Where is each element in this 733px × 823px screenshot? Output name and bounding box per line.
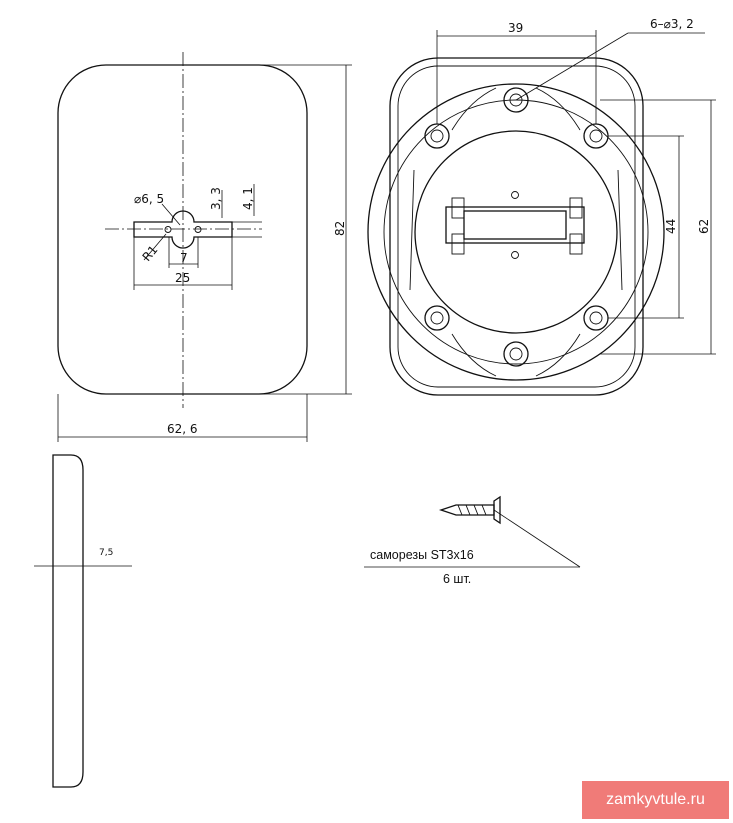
cover-width-label: 62, 6: [167, 422, 198, 436]
base-hole-spacing-label: 44: [664, 219, 678, 234]
radius-label: R1: [140, 243, 161, 264]
slot-offset-label: 7: [180, 251, 188, 265]
base-plate-view: [367, 30, 716, 396]
cover-side-view: [34, 454, 132, 788]
screws-quantity: 6 шт.: [443, 572, 471, 586]
slot-length-label: 25: [175, 271, 190, 285]
slot-h2-label: 4, 1: [241, 187, 255, 210]
cover-height-label: 82: [333, 221, 347, 236]
base-height-label: 62: [697, 219, 711, 234]
base-width-label: 39: [508, 21, 523, 35]
thickness-label: 7,5: [99, 548, 113, 558]
keyhole-diameter-label: ⌀6, 5: [134, 192, 164, 206]
screw-drawing: [364, 495, 581, 568]
cover-front-view: [57, 52, 352, 442]
screws-label: саморезы ST3x16: [370, 548, 474, 562]
slot-h1-label: 3, 3: [209, 187, 223, 210]
holes-note-label: 6–⌀3, 2: [650, 17, 694, 31]
watermark: zamkyvtule.ru: [582, 781, 729, 819]
